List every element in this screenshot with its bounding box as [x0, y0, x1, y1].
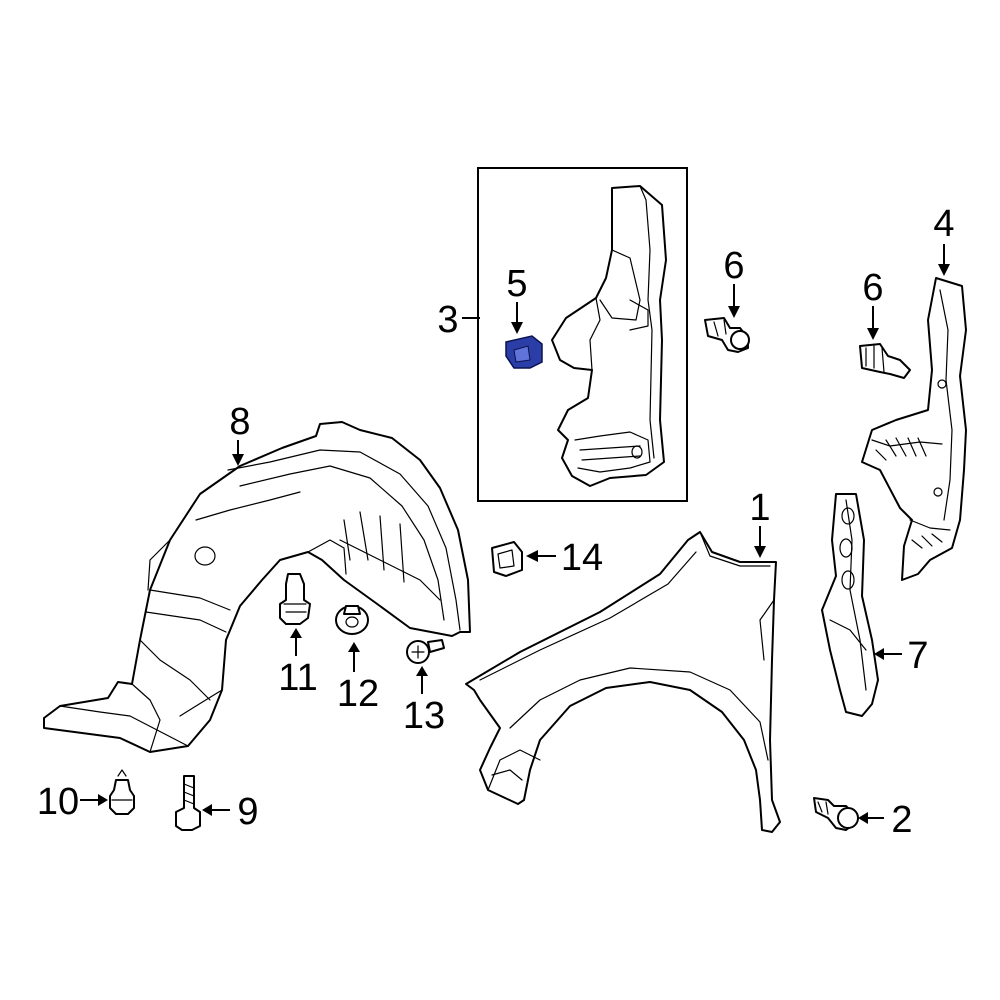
- fender-part[interactable]: [465, 531, 781, 833]
- clip-11[interactable]: [279, 573, 311, 625]
- callout-13: 13: [403, 695, 445, 737]
- bracket-part-4[interactable]: [861, 277, 967, 581]
- callout-1: 1: [749, 487, 770, 529]
- inset-box: [477, 167, 688, 502]
- callout-4: 4: [933, 203, 954, 245]
- callout-14: 14: [561, 537, 603, 579]
- clip-part-5[interactable]: [505, 335, 543, 369]
- callout-9: 9: [237, 791, 258, 833]
- bolt-2[interactable]: [813, 797, 859, 831]
- callout-10: 10: [37, 781, 79, 823]
- grommet-12[interactable]: [335, 605, 369, 635]
- callout-2: 2: [891, 799, 912, 841]
- leaders: [80, 244, 950, 824]
- nut-14[interactable]: [491, 541, 523, 577]
- fender-liner-part[interactable]: [43, 421, 471, 753]
- callout-12: 12: [337, 673, 379, 715]
- callout-5: 5: [506, 263, 527, 305]
- screw-13[interactable]: [406, 639, 445, 664]
- bracket-part-7[interactable]: [821, 493, 879, 717]
- clip-6b[interactable]: [859, 343, 911, 379]
- air-guide-part[interactable]: [551, 185, 667, 487]
- callout-7: 7: [907, 635, 928, 677]
- callout-11: 11: [278, 657, 317, 699]
- callout-3: 3: [437, 299, 458, 341]
- callout-8: 8: [229, 401, 250, 443]
- bolt-9[interactable]: [175, 775, 201, 831]
- callout-6b: 6: [862, 267, 883, 309]
- bolt-10[interactable]: [109, 769, 135, 815]
- clip-6a[interactable]: [704, 317, 750, 353]
- callout-6a: 6: [723, 245, 744, 287]
